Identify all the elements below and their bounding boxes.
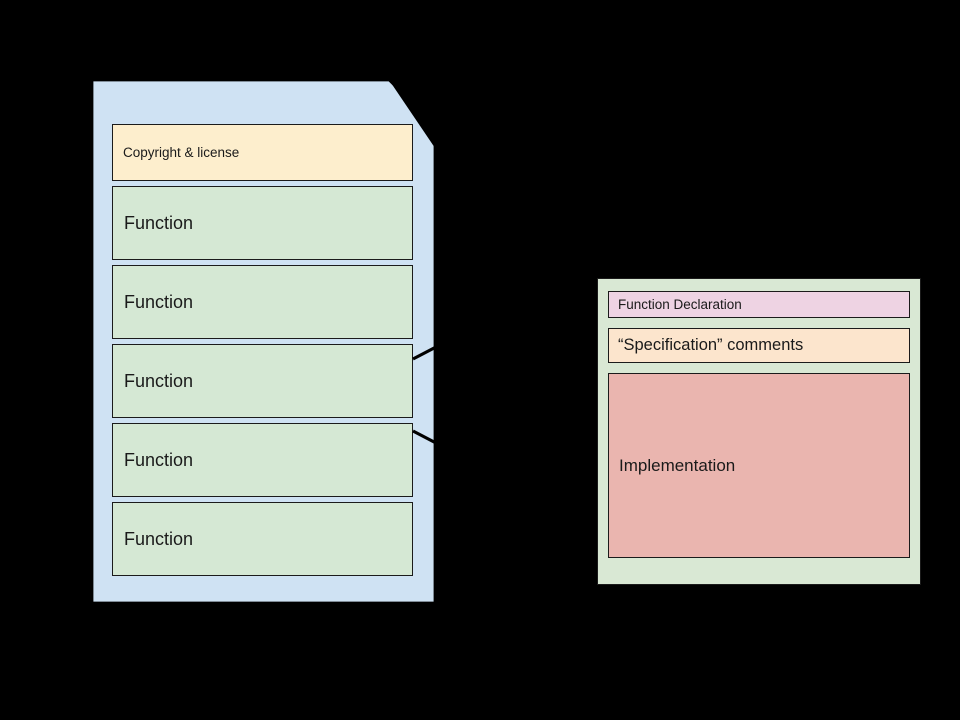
- block-function-declaration-label: Function Declaration: [618, 297, 742, 312]
- block-implementation-label: Implementation: [619, 455, 736, 475]
- block-function-1-label: Function: [124, 212, 194, 233]
- function-detail-panel: Function Declaration “Specification” com…: [597, 278, 921, 585]
- function-detail-block-list: Function Declaration “Specification” com…: [608, 291, 910, 558]
- block-specification-comments[interactable]: “Specification” comments: [608, 328, 910, 363]
- block-copyright-license-label: Copyright & license: [123, 145, 240, 160]
- block-function-4[interactable]: Function: [112, 423, 413, 497]
- block-function-declaration[interactable]: Function Declaration: [608, 291, 910, 318]
- block-function-3[interactable]: Function: [112, 344, 413, 418]
- block-function-5[interactable]: Function: [112, 502, 413, 576]
- block-implementation[interactable]: Implementation: [608, 373, 910, 558]
- source-file-block-list: Copyright & license Function Function Fu…: [112, 124, 413, 576]
- block-function-5-label: Function: [124, 528, 194, 549]
- block-function-2[interactable]: Function: [112, 265, 413, 339]
- block-function-4-label: Function: [124, 449, 194, 470]
- block-copyright-license[interactable]: Copyright & license: [112, 124, 413, 181]
- block-function-3-label: Function: [124, 370, 194, 391]
- block-function-1[interactable]: Function: [112, 186, 413, 260]
- block-specification-comments-label: “Specification” comments: [618, 336, 804, 354]
- block-function-2-label: Function: [124, 291, 194, 312]
